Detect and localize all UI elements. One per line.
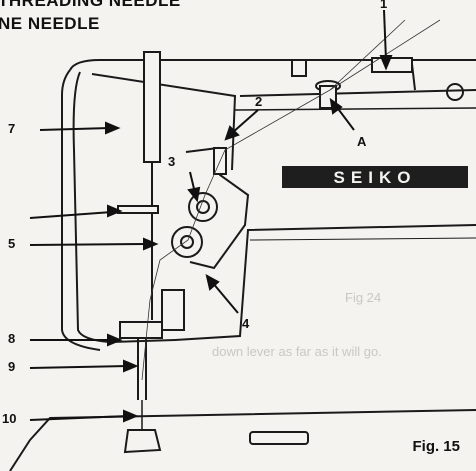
callout-3: 3 (168, 154, 176, 169)
brand-name: SEIKO (334, 168, 417, 187)
callout-a: A (357, 134, 367, 149)
callout-5: 5 (8, 236, 16, 251)
callout-8: 8 (8, 331, 16, 346)
needle-plate-bed (29, 409, 476, 441)
machine-head-outline (61, 69, 101, 351)
needle-clamp (119, 321, 163, 339)
heading-line-1: THREADING NEEDLE (0, 0, 181, 10)
heading-line-2: NE NEEDLE (0, 14, 100, 33)
callout-10: 10 (2, 411, 17, 426)
bleed-text-line: down lever as far as it will go. (212, 344, 382, 359)
presser-bar (143, 51, 161, 163)
slide-plate (249, 431, 309, 445)
bleed-text-fig: Fig 24 (345, 290, 382, 305)
callout-2: 2 (255, 94, 263, 109)
presser-foot (123, 429, 162, 454)
thread-tension-lower (171, 226, 203, 258)
brand-plate: SEIKO (282, 166, 468, 188)
callout-7: 7 (8, 121, 16, 136)
thread-path (141, 19, 441, 381)
callout-1: 1 (380, 0, 388, 11)
callout-4: 4 (242, 316, 250, 331)
figure-caption: Fig. 15 (412, 438, 460, 455)
thread-tension-upper (188, 192, 218, 222)
callout-9: 9 (8, 359, 16, 374)
